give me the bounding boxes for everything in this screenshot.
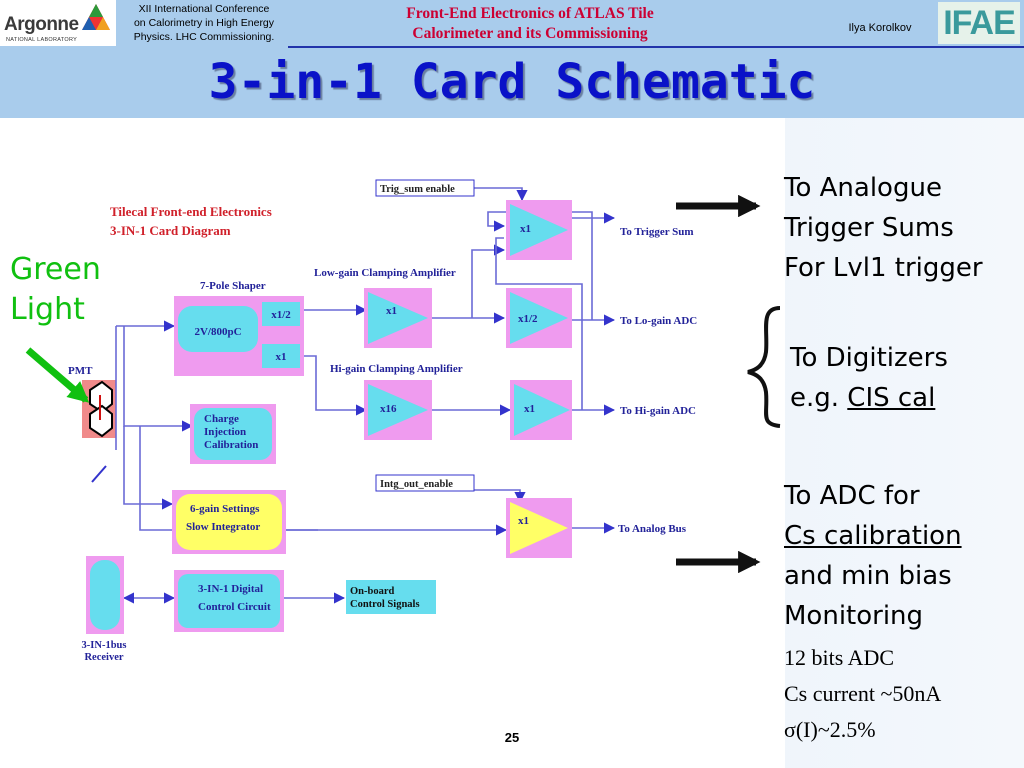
gain-settings-core [176, 494, 282, 550]
shaper-core [178, 306, 258, 352]
trigger-note-line: Trigger Sums [784, 213, 954, 243]
author-name: Ilya Korolkov [848, 22, 912, 34]
trigger-sums-note: To Analogue Trigger Sums For Lvl1 trigge… [784, 168, 983, 288]
digitizers-line: e.g. CIS cal [790, 378, 948, 418]
hi-gain-amp-value: x16 [380, 403, 397, 415]
shaper-label: 7-Pole Shaper [200, 280, 266, 292]
spec-line: σ(I)~2.5% [784, 717, 876, 742]
bus-receiver-core [90, 560, 120, 630]
conference-info: XII International Conference on Calorime… [112, 2, 296, 44]
trigger-note-line: To Analogue [784, 173, 942, 203]
argonne-triangle-icon [82, 4, 110, 30]
conference-line: XII International Conference [138, 3, 270, 15]
charge-injection-core [194, 408, 272, 460]
digitizers-line: To Digitizers [790, 343, 948, 373]
output-trigger-sum: To Trigger Sum [620, 226, 694, 238]
trig-enable-label: Trig_sum enable [380, 184, 455, 195]
charge-injection-label: Charge [204, 413, 239, 425]
green-light-line: Light [10, 292, 85, 327]
diagram-heading: Tilecal Front-end Electronics [110, 204, 272, 219]
gain-settings-label: 6-gain Settings [190, 503, 260, 515]
conference-line: on Calorimetry in High Energy [133, 17, 275, 29]
onboard-signals-box [346, 580, 436, 614]
talk-subtitle-line: Front-End Electronics of ATLAS Tile [406, 5, 654, 22]
cs-note-line: and min bias [784, 561, 952, 591]
diagram-heading: 3-IN-1 Card Diagram [110, 223, 231, 238]
intg-enable-label: Intg_out_enable [380, 479, 453, 490]
trigger-driver-gain: x1 [520, 223, 531, 235]
page-number: 25 [504, 730, 520, 745]
trig-enable-box [375, 179, 475, 197]
shaper-unit-gain-label: x1 [276, 351, 287, 363]
diagram-panel [0, 118, 785, 768]
low-gain-amp [368, 292, 428, 344]
bus-receiver-label: 3-IN-1bus [82, 640, 127, 651]
output-lo-gain-adc: To Lo-gain ADC [620, 315, 697, 327]
slide-title: 3-in-1 Card Schematic [208, 54, 816, 110]
green-light-line: Green [10, 252, 101, 287]
output-hi-gain-adc: To Hi-gain ADC [620, 405, 696, 417]
gain-settings-label: Slow Integrator [186, 521, 260, 533]
cis-cal-link[interactable]: CIS cal [847, 383, 936, 413]
hi-gain-driver-gain: x1 [524, 403, 535, 415]
cs-calibration-note: To ADC for Cs calibration and min bias M… [784, 476, 962, 636]
trigger-driver [510, 204, 568, 256]
talk-subtitle-line: Calorimeter and its Commissioning [412, 25, 648, 42]
bus-receiver-label: Receiver [84, 652, 123, 663]
talk-subtitle: Front-End Electronics of ATLAS Tile Calo… [330, 4, 730, 44]
hi-gain-amp [368, 384, 428, 436]
green-light-label: Green Light [10, 250, 101, 330]
pmt-lower-tube [89, 404, 113, 438]
low-gain-amp-value: x1 [386, 305, 397, 317]
digital-control-core [178, 574, 280, 628]
brace-icon [747, 306, 781, 428]
shaper-half-gain [262, 302, 300, 326]
analog-driver-gain: x1 [518, 515, 529, 527]
charge-injection-label: Injection [204, 426, 246, 438]
lo-gain-driver-gain: x1/2 [518, 313, 538, 325]
cs-calibration-link[interactable]: Cs calibration [784, 521, 962, 551]
ifae-logo: IFAE [938, 2, 1020, 44]
argonne-logo: Argonne NATIONAL LABORATORY [0, 0, 116, 46]
trigger-note-line: For Lvl1 trigger [784, 253, 983, 283]
header-divider [288, 46, 1024, 48]
argonne-wordmark: Argonne [4, 14, 79, 35]
header-bar [0, 0, 1024, 118]
low-gain-label: Low-gain Clamping Amplifier [314, 267, 456, 279]
pmt-label: PMT [68, 365, 93, 377]
analog-driver [510, 502, 568, 554]
digitizers-note: To Digitizers e.g. CIS cal [790, 338, 948, 418]
digital-control-label: Control Circuit [198, 601, 271, 613]
hi-gain-driver [514, 384, 570, 436]
charge-injection-label: Calibration [204, 439, 258, 451]
cs-note-line: To ADC for [784, 481, 920, 511]
cs-note-line: Cs calibration [784, 516, 962, 556]
digital-control-label: 3-IN-1 Digital [198, 583, 263, 595]
spec-line: 12 bits ADC [784, 645, 895, 670]
intg-enable-box [375, 474, 475, 492]
conference-line: Physics. LHC Commissioning. [133, 31, 275, 43]
green-arrow-icon [25, 347, 90, 403]
adc-specs: 12 bits ADC Cs current ~50nA σ(I)~2.5% [784, 640, 941, 748]
spec-line: Cs current ~50nA [784, 681, 942, 706]
ifae-wordmark: IFAE [943, 4, 1016, 42]
digitizers-prefix: e.g. [790, 383, 848, 413]
onboard-signals-label: On-board [350, 586, 395, 597]
shaper-value: 2V/800pC [194, 326, 241, 338]
onboard-signals-label: Control Signals [350, 599, 420, 610]
lo-gain-driver [510, 292, 568, 344]
output-analog-bus: To Analog Bus [618, 523, 687, 535]
shaper-unit-gain [262, 344, 300, 368]
shaper-half-gain-label: x1/2 [271, 309, 291, 321]
pmt-ground [91, 465, 107, 483]
argonne-subtext: NATIONAL LABORATORY [6, 37, 78, 43]
hi-gain-label: Hi-gain Clamping Amplifier [330, 363, 463, 375]
cs-note-line: Monitoring [784, 601, 924, 631]
